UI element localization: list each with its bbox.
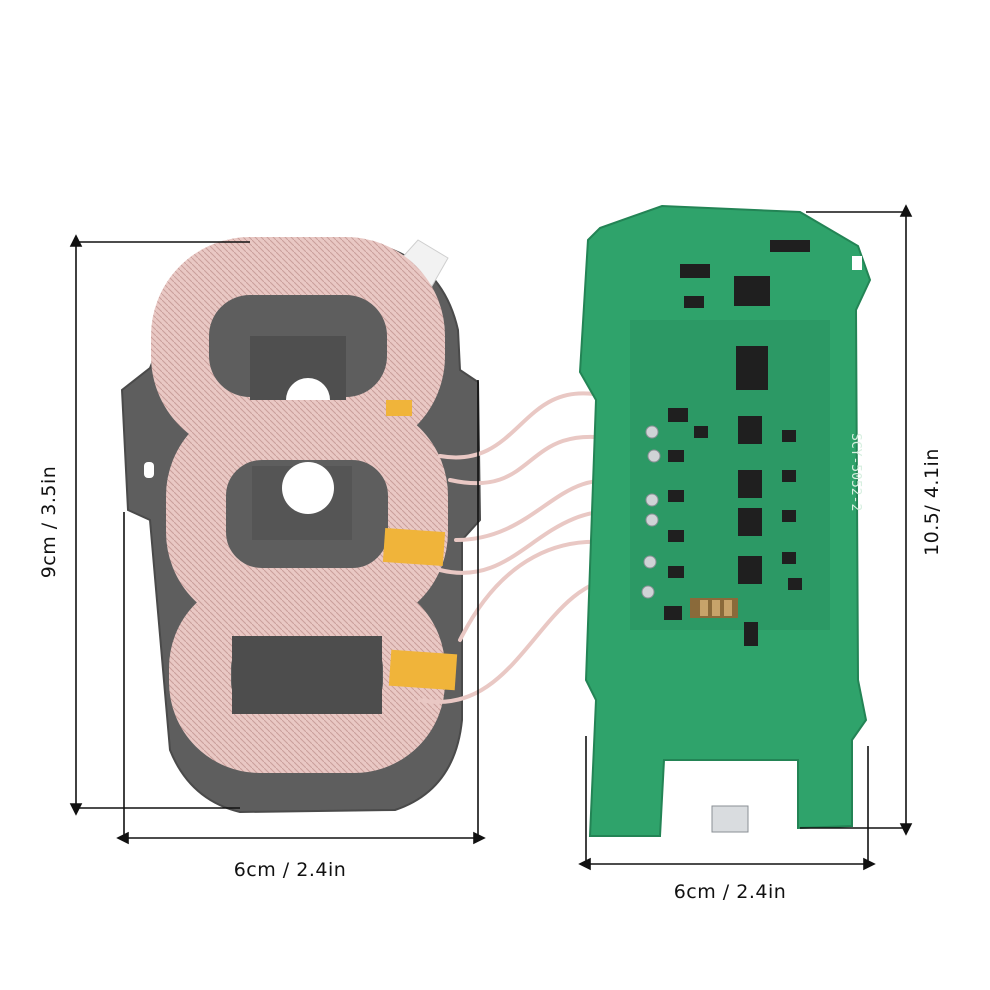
coil-height-label: 9cm / 3.5in (38, 465, 60, 579)
solder-pads (641, 425, 661, 599)
coil-width-label: 6cm / 2.4in (233, 859, 347, 881)
ferrite-slot (144, 462, 154, 478)
board-mount-hole (852, 256, 862, 270)
tape-strip-3 (388, 649, 458, 691)
pcb-components (664, 240, 810, 646)
board-height-label: 10.5/ 4.1in (921, 448, 943, 556)
tape-strip-2 (382, 527, 446, 567)
tape-strip-1 (386, 400, 412, 416)
dimension-lines (69, 204, 913, 871)
coil-bottom (169, 577, 445, 773)
board-width-label: 6cm / 2.4in (673, 881, 787, 903)
usb-port (711, 805, 749, 833)
pcb-silkscreen-label: SCY-5052-2 (848, 433, 863, 512)
coil-middle (166, 400, 448, 628)
